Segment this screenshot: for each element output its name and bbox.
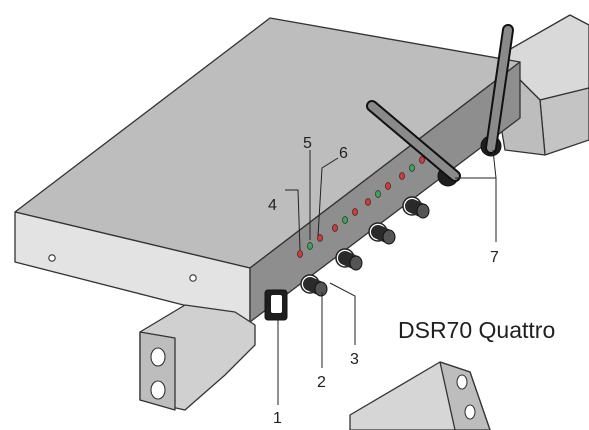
mount-hole-icon <box>464 404 476 420</box>
channel-knob <box>338 251 363 271</box>
channel-knob <box>371 225 396 245</box>
status-led <box>317 234 323 242</box>
status-led <box>419 156 425 164</box>
status-led <box>409 164 415 172</box>
status-led <box>332 224 338 232</box>
product-title: DSR70 Quattro <box>398 317 555 343</box>
callout-1: 1 <box>273 410 282 427</box>
left-rack-ear <box>139 304 256 411</box>
antenna-left <box>366 100 461 182</box>
status-led <box>352 208 358 216</box>
callout-4: 4 <box>268 197 277 214</box>
callout-5: 5 <box>303 135 312 152</box>
callout-6: 6 <box>339 145 348 162</box>
channel-knob <box>303 277 328 297</box>
status-led <box>385 182 391 190</box>
rack-ear-bottom-right <box>349 361 491 430</box>
mount-hole-icon <box>150 380 166 400</box>
status-led <box>342 216 348 224</box>
screw-icon <box>48 254 56 262</box>
status-led <box>307 242 313 250</box>
status-led <box>297 250 303 258</box>
channel-knob <box>405 199 430 219</box>
callout-2: 2 <box>317 374 326 391</box>
status-led <box>375 190 381 198</box>
leader-lines <box>277 149 497 405</box>
mount-hole-icon <box>456 374 468 390</box>
antenna-right <box>485 24 514 154</box>
mount-hole-icon <box>150 347 166 367</box>
callout-3: 3 <box>350 351 359 368</box>
callout-7: 7 <box>490 249 499 266</box>
screw-icon <box>189 274 197 282</box>
status-led <box>365 198 371 206</box>
status-led <box>399 172 405 180</box>
power-switch <box>264 289 288 321</box>
device-front-panel <box>249 61 521 323</box>
